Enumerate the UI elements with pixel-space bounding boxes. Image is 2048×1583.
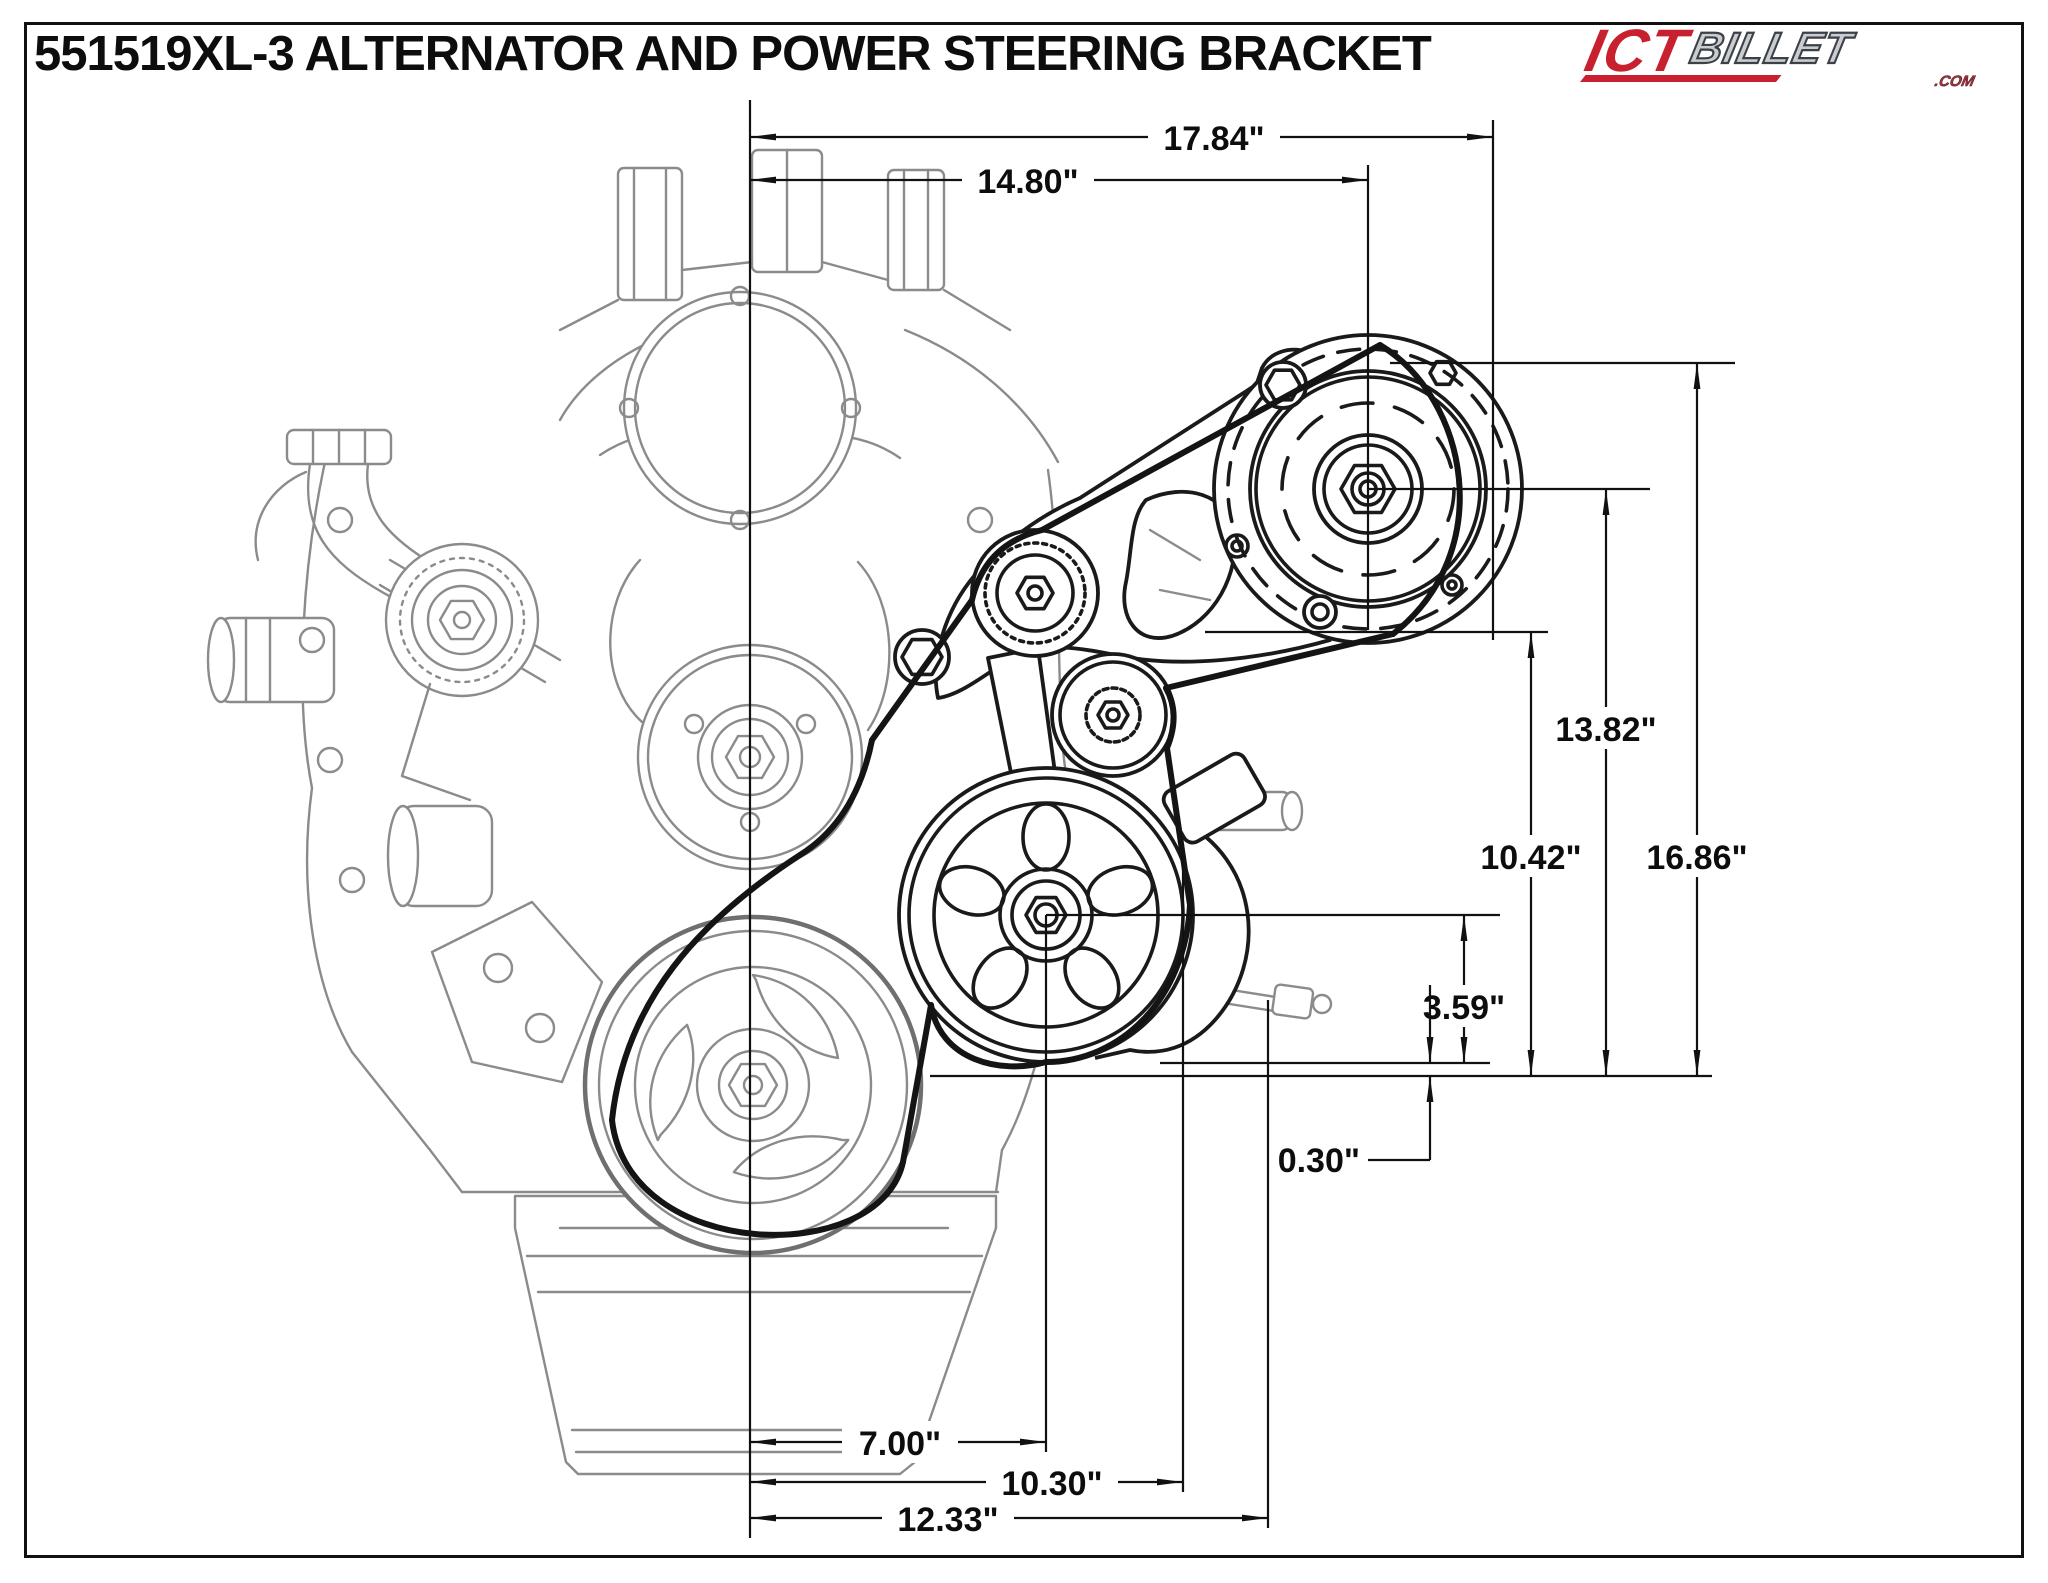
dim-label-13-82: 13.82" — [1555, 711, 1656, 749]
dim-label-17-84: 17.84" — [1163, 120, 1264, 158]
dim-label-bg — [986, 1461, 1118, 1503]
dim-label-16-86: 16.86" — [1646, 839, 1747, 877]
dim-label-10-42: 10.42" — [1480, 839, 1581, 877]
water-inlet-lower-left — [386, 804, 494, 908]
dim-label-7-00: 7.00" — [859, 1425, 941, 1463]
dim-label-bg — [1631, 835, 1763, 877]
dim-label-bg — [1540, 707, 1672, 749]
bracket-mount-bolt — [893, 628, 951, 686]
water-outlet-left — [206, 470, 336, 704]
dim-label-bg — [1465, 835, 1597, 877]
dim-label-bg — [1406, 985, 1522, 1027]
dim-label-14-80: 14.80" — [977, 163, 1078, 201]
crank-balancer — [582, 914, 924, 1256]
serpentine-belt — [609, 342, 1463, 1238]
dim-label-bg — [962, 159, 1094, 201]
dimension-annotations: 17.84" 14.80" 13.82" 10.42" 16.86" 3.59"… — [748, 100, 1763, 1539]
tensioner-pulley — [970, 528, 1100, 658]
oil-pan — [513, 1194, 998, 1476]
sheet-border — [24, 22, 2024, 1558]
belt-tensioner-left — [384, 542, 540, 802]
engine-mount-bracket — [430, 900, 604, 1084]
drawing-title: 551519XL-3 ALTERNATOR AND POWER STEERING… — [34, 27, 1432, 81]
idler-pulley — [1050, 652, 1176, 778]
dim-label-bg — [842, 1421, 958, 1463]
dim-label-3-59: 3.59" — [1423, 989, 1505, 1027]
dim-label-bg — [882, 1497, 1014, 1539]
dim-label-bg — [1148, 116, 1280, 158]
throttle-body — [618, 285, 862, 531]
power-steering-pump — [897, 751, 1267, 1064]
dim-label-12-33: 12.33" — [897, 1501, 998, 1539]
water-pump-body — [609, 558, 891, 732]
alternator-bolts — [1224, 359, 1464, 630]
oil-filler-cap — [285, 428, 512, 644]
dim-label-10-30: 10.30" — [1001, 1465, 1102, 1503]
engine-front-view — [206, 148, 1333, 1476]
dim-label-0-30: 0.30" — [1278, 1142, 1360, 1180]
